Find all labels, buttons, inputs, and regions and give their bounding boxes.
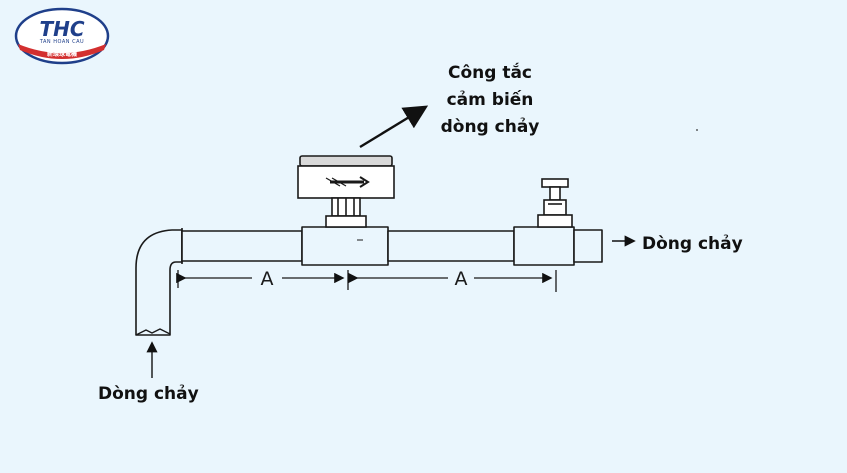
sensor-pointer-arrow — [359, 105, 429, 149]
dimension-lines — [176, 270, 557, 292]
tee-fitting — [301, 226, 389, 266]
thc-logo: THC TAN HOAN CAU 新環球電機 — [14, 7, 110, 65]
outlet-pipe — [573, 229, 603, 263]
logo-brand: THC — [39, 17, 84, 41]
flow-switch-label: Công tắc cảm biến dòng chảy — [430, 60, 550, 141]
flow-in-label: Dòng chảy — [98, 384, 199, 404]
flow-switch-label-line-1: Công tắc — [447, 63, 533, 83]
pipe-segment-1 — [181, 230, 303, 262]
logo-tagline: 新環球電機 — [47, 50, 77, 58]
flow-switch — [297, 155, 395, 228]
flow-switch-label-line-2: cảm biến — [446, 90, 534, 110]
dimension-a-right: A — [455, 268, 468, 290]
inlet-pipe — [135, 229, 183, 336]
dimension-a-left: A — [261, 268, 274, 290]
valve — [537, 178, 573, 228]
flow-out-label: Dòng chảy — [642, 234, 743, 254]
pipe-segment-2 — [387, 230, 515, 262]
outlet-fitting — [513, 226, 575, 266]
logo-sub: TAN HOAN CAU — [39, 39, 84, 45]
flow-switch-label-line-3: dòng chảy — [440, 117, 540, 137]
pipe-assembly — [135, 226, 603, 336]
